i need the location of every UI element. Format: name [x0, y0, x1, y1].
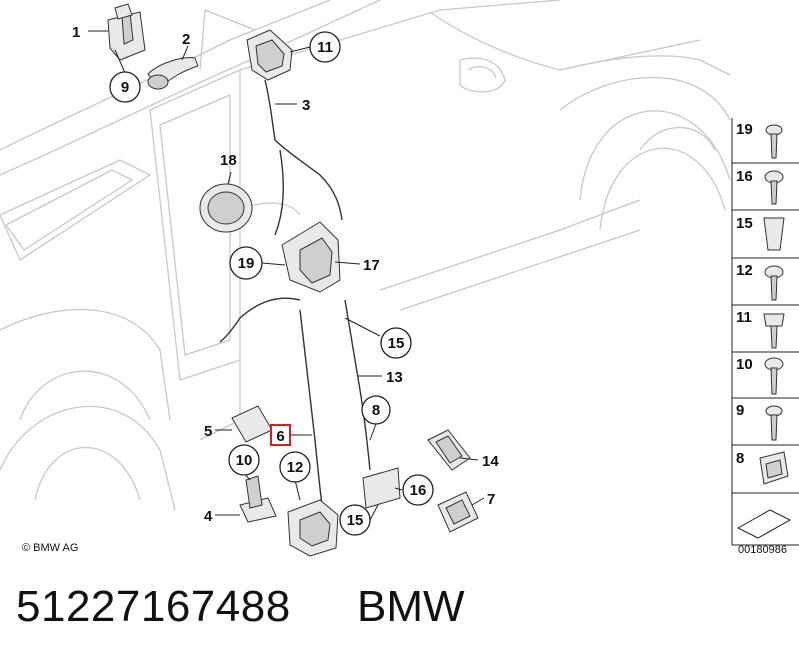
part-5-plate — [231, 405, 273, 443]
fastener-label-19: 19 — [736, 121, 753, 138]
part-17-lock — [281, 221, 341, 293]
callout-6-highlight: 6 — [270, 424, 291, 446]
fastener-label-8: 8 — [736, 450, 744, 467]
highlight-box — [270, 424, 291, 446]
cable-13 — [344, 299, 371, 471]
screw-icon — [765, 405, 783, 441]
callout-16: 16 — [410, 482, 427, 499]
copyright-text: © BMW AG — [22, 542, 78, 554]
part-2-handle — [147, 57, 199, 90]
callout-11: 11 — [317, 39, 333, 56]
fastener-column: 19 16 15 12 11 10 9 8 — [731, 118, 799, 546]
part-1-bracket — [107, 3, 146, 61]
fastener-label-9: 9 — [736, 402, 744, 419]
car-body-outline — [0, 0, 731, 511]
part-7-bracket — [437, 491, 479, 533]
callout-9-top: 9 — [121, 79, 129, 96]
screw-icon — [764, 265, 784, 301]
part-18-disc — [199, 183, 253, 233]
callout-10: 10 — [236, 452, 253, 469]
leader-lines — [88, 30, 485, 521]
fastener-label-10: 10 — [736, 356, 753, 373]
callout-2: 2 — [182, 31, 190, 48]
callout-5: 5 — [204, 423, 212, 440]
callout-12: 12 — [287, 459, 304, 476]
cable-3b — [274, 149, 284, 236]
screw-icon — [764, 170, 784, 205]
screw-icon — [765, 124, 783, 159]
callout-10-circle: 10 — [228, 444, 260, 476]
callout-15-upper: 15 — [388, 335, 405, 352]
clip-icon — [763, 217, 785, 251]
callout-13: 13 — [386, 369, 403, 386]
callout-16-circle: 16 — [402, 474, 434, 506]
callout-3: 3 — [302, 97, 310, 114]
fastener-label-12: 12 — [736, 262, 753, 279]
callout-19-circle: 19 — [229, 246, 263, 280]
part-11-upper-lock — [246, 29, 293, 81]
fastener-label-15: 15 — [736, 215, 753, 232]
callout-8: 8 — [372, 402, 380, 419]
callout-7: 7 — [487, 491, 495, 508]
callout-19: 19 — [238, 255, 255, 272]
part-15-striker — [362, 467, 401, 509]
cable-6-cable — [299, 309, 323, 506]
diagram-code: 00180986 — [738, 544, 787, 556]
screw-icon — [763, 313, 785, 349]
callout-18: 18 — [220, 152, 237, 169]
clip-icon — [759, 451, 789, 485]
callout-8-circle: 8 — [361, 395, 391, 425]
cable-3 — [264, 79, 343, 221]
wire-harness — [219, 297, 301, 343]
brand-name: BMW — [357, 582, 465, 631]
callout-4: 4 — [204, 508, 213, 525]
callout-12-circle: 12 — [279, 451, 311, 483]
callout-17: 17 — [363, 257, 380, 274]
part-14-gasket — [427, 429, 471, 471]
callout-14: 14 — [482, 453, 499, 470]
callout-15-lower: 15 — [347, 512, 364, 529]
fastener-label-11: 11 — [736, 309, 752, 326]
fastener-label-16: 16 — [736, 168, 753, 185]
part-4-striker — [239, 475, 277, 523]
callout-1: 1 — [72, 24, 80, 41]
callout-6: 6 — [276, 428, 284, 445]
screw-icon — [764, 357, 784, 395]
callout-15-circle-lower: 15 — [339, 504, 371, 536]
callout-15-circle-upper: 15 — [380, 327, 412, 359]
callout-11-circle: 11 — [309, 31, 341, 63]
bracket-symbol-icon — [736, 509, 792, 539]
callout-9-circle: 9 — [109, 71, 141, 103]
part-12-lower-lock — [287, 499, 339, 557]
part-number: 51227167488 — [16, 582, 291, 631]
